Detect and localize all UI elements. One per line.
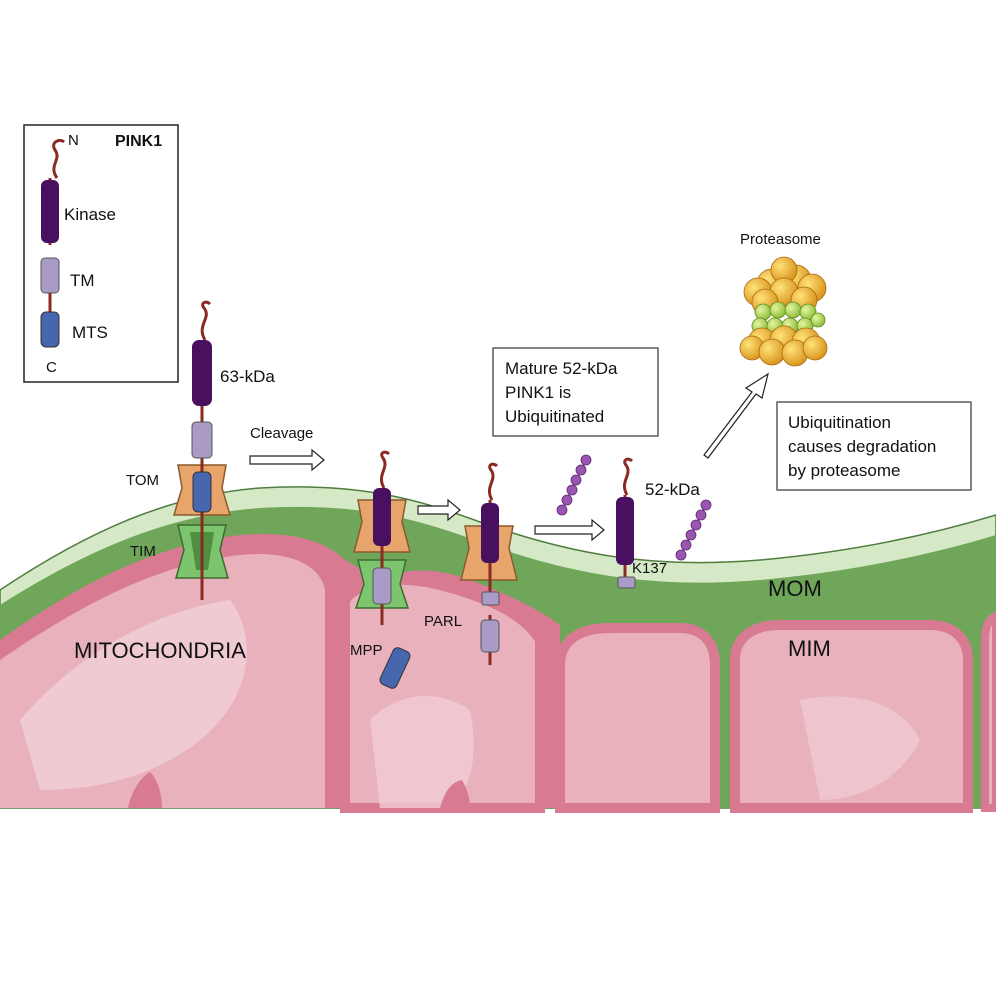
label-mitochondria: MITOCHONDRIA [74,638,246,663]
label-63-kda: 63-kDa [220,367,275,386]
label-52-kda: 52-kDa [645,480,700,499]
degradation-info-box: Ubiquitination causes degradation by pro… [776,401,972,491]
degradation-box-line-1: Ubiquitination [788,413,891,432]
kinase-domain-2 [373,488,391,546]
mature-box-line-3: Ubiquitinated [505,407,604,426]
label-k137: K137 [632,560,667,577]
tm-stub-52 [617,576,636,589]
degradation-box-line-3: by proteasome [788,461,900,480]
label-parl: PARL [424,613,462,630]
mpp-cleavage-stage: MPP [350,450,411,689]
label-mpp: MPP [350,642,383,659]
legend: N PINK1 Kinase TM MTS C [23,124,179,383]
legend-mts-icon [40,311,60,348]
tm-domain-63 [191,421,213,459]
legend-n-label: N [68,132,79,149]
degradation-box-line-2: causes degradation [788,437,936,456]
mature-info-box: Mature 52-kDa PINK1 is Ubiquitinated [492,347,659,437]
crista-3 [981,611,996,812]
step-arrow-3 [534,518,605,542]
ubiquitin-chain-attached [675,499,712,561]
cleaved-tm-fragment [480,619,500,653]
mts-domain-63 [192,471,212,513]
tm-stub-3 [481,591,500,606]
cleavage-step: Cleavage [249,425,325,472]
parl-cleavage-stage: PARL [424,462,518,665]
cleaved-mts [379,647,411,689]
kinase-domain-63 [192,340,212,406]
mature-box-line-2: PINK1 is [505,383,571,402]
label-mom: MOM [768,576,822,601]
mature-box-line-1: Mature 52-kDa [505,359,618,378]
tm-domain-2 [372,567,392,605]
legend-tm-label: TM [70,271,95,290]
step-arrow-2 [417,498,461,522]
cleavage-arrow [249,448,325,472]
label-tom: TOM [126,472,159,489]
proteasome: Proteasome [739,231,828,367]
legend-mts-label: MTS [72,323,108,342]
kinase-domain-52 [616,497,634,565]
label-mim: MIM [788,636,831,661]
legend-kinase-label: Kinase [64,205,116,224]
legend-c-label: C [46,359,57,376]
mature-pink1-stage: 52-kDa K137 [556,454,712,589]
label-tim: TIM [130,543,156,560]
kinase-domain-3 [481,503,499,563]
proteasome-arrow [703,372,769,459]
label-proteasome: Proteasome [740,231,821,248]
full-length-pink1: 63-kDa TOM TIM MITOCHONDRIA [74,300,275,663]
crista-1 [555,623,720,813]
label-cleavage: Cleavage [250,425,313,442]
proteasome-bottom-cap [739,325,828,367]
legend-title: PINK1 [115,133,162,150]
legend-kinase-icon [41,180,59,243]
mitochondria-membranes [0,486,996,813]
ubiquitin-chain-free [556,454,592,516]
legend-tm-icon [40,257,60,294]
